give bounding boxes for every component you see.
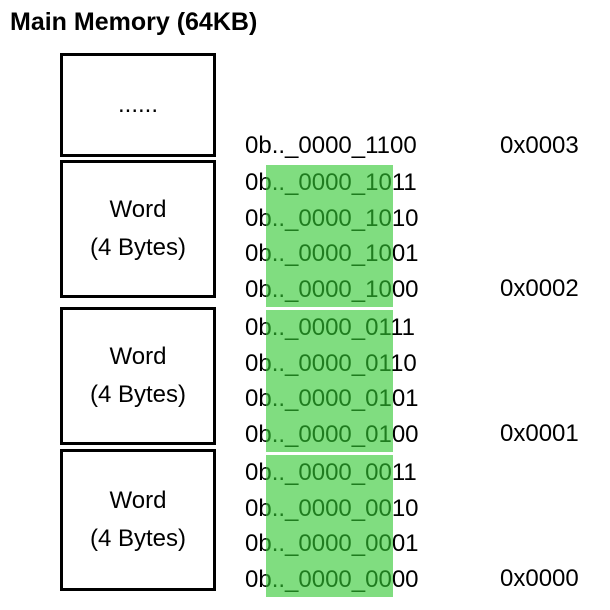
binary-address: 0b.._0000_1011 [245,169,417,196]
binary-address: 0b.._0000_0000 [245,565,419,593]
binary-address: 0b.._0000_1000 [245,275,419,303]
binary-address: 0b.._0000_0010 [245,494,419,522]
binary-address-group-word2: 0b.._0000_1011 0b.._0000_1010 0b.._0000_… [245,165,425,307]
binary-address: 0b.._0000_0011 [245,459,417,486]
memory-box-word-high: Word (4 Bytes) [60,160,216,298]
binary-address-group-word0: 0b.._0000_0011 0b.._0000_0010 0b.._0000_… [245,455,425,597]
memory-box-ellipsis: ...... [60,53,216,157]
binary-address: 0b.._0000_0001 [245,530,419,557]
binary-address: 0b.._0000_0101 [245,385,419,412]
word-label: Word [109,196,167,223]
hex-address-0x0001: 0x0001 [500,420,579,447]
word-size-label: (4 Bytes) [89,381,187,408]
binary-address: 0b.._0000_0111 [245,314,415,341]
hex-address-0x0000: 0x0000 [500,565,579,592]
diagram-title: Main Memory (64KB) [10,8,258,36]
binary-address: 0b.._0000_1010 [245,204,419,232]
ellipsis-label: ...... [117,91,158,118]
binary-address: 0b.._0000_1001 [245,240,419,267]
word-label: Word [109,343,167,370]
word-size-label: (4 Bytes) [89,525,187,552]
word-size-label: (4 Bytes) [89,234,187,261]
binary-address-0x0003: 0b.._0000_1100 [245,132,417,159]
binary-address: 0b.._0000_0110 [245,349,417,377]
word-label: Word [109,487,167,514]
hex-address-0x0003: 0x0003 [500,132,579,159]
binary-address-group-word1: 0b.._0000_0111 0b.._0000_0110 0b.._0000_… [245,310,425,452]
memory-box-word-low: Word (4 Bytes) [60,449,216,591]
binary-address: 0b.._0000_0100 [245,420,419,448]
memory-box-word-middle: Word (4 Bytes) [60,307,216,445]
hex-address-0x0002: 0x0002 [500,275,579,302]
